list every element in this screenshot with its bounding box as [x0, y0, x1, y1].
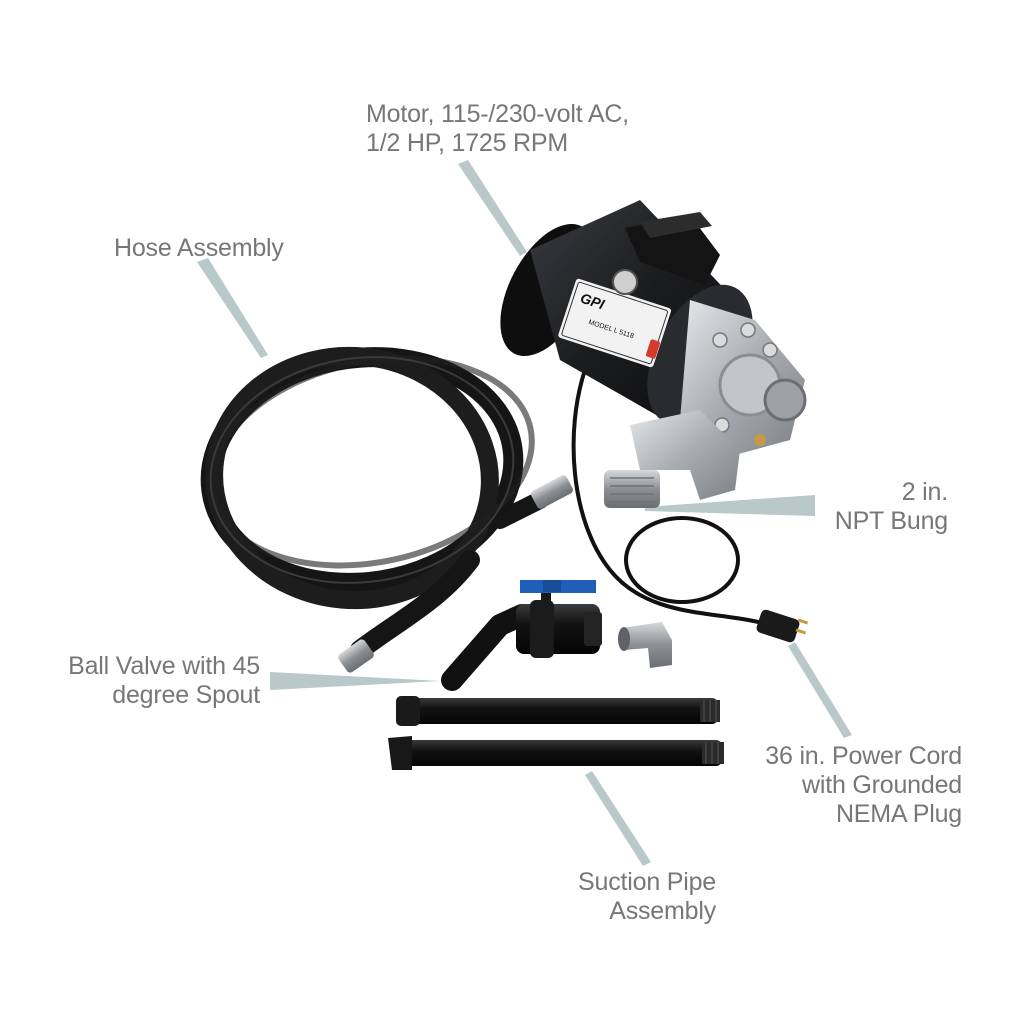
valve-label-line1: Ball Valve with 45 [68, 652, 260, 680]
cord-label: 36 in. Power Cord with Grounded NEMA Plu… [765, 742, 962, 829]
hose-fittings [338, 475, 573, 673]
hose-label: Hose Assembly [114, 234, 284, 263]
cord-label-line3: NEMA Plug [835, 800, 962, 828]
motor: GPI MODEL L 5118 [500, 200, 753, 426]
motor-label-line1: Motor, 115-/230-volt AC, [366, 100, 629, 128]
motor-plate-brand: GPI [579, 290, 608, 313]
motor-leader [458, 160, 527, 256]
valve-label: Ball Valve with 45 degree Spout [68, 652, 260, 710]
cord-label-line1: 36 in. Power Cord [765, 742, 962, 770]
pipe-label-line1: Suction Pipe [578, 868, 716, 896]
pipe-elbow [618, 622, 672, 668]
hose-leader [197, 258, 268, 358]
cord-leader [788, 642, 852, 738]
power-cord [571, 368, 772, 627]
bung-label-line1: 2 in. [901, 478, 948, 506]
pipe-leader [585, 771, 651, 866]
hose-label-line1: Hose Assembly [114, 234, 284, 262]
hose-assembly [200, 346, 549, 660]
valve-label-line2: degree Spout [112, 681, 260, 709]
leader-lines [197, 160, 852, 866]
motor-label-line2: 1/2 HP, 1725 RPM [366, 129, 569, 157]
pump-head [604, 300, 807, 508]
valve-leader [270, 672, 440, 690]
pipe-label: Suction Pipe Assembly [578, 868, 716, 926]
motor-label: Motor, 115-/230-volt AC, 1/2 HP, 1725 RP… [366, 100, 629, 158]
power-plug [756, 609, 809, 643]
ball-valve [441, 580, 602, 691]
bung-label: 2 in. NPT Bung [835, 478, 948, 536]
bung-label-line2: NPT Bung [834, 507, 948, 535]
cord-label-line2: with Grounded [802, 771, 962, 799]
bung-leader [645, 495, 815, 516]
pipe-label-line2: Assembly [609, 897, 716, 925]
suction-pipes [388, 696, 724, 770]
